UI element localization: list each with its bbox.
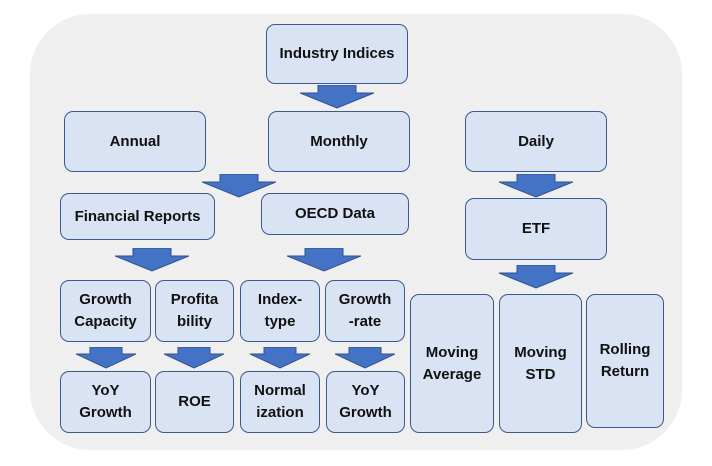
node-annual-label: Annual bbox=[109, 132, 161, 150]
node-normalization-label: Normal ization bbox=[254, 382, 306, 421]
node-growth-rate: Growth -rate bbox=[325, 280, 405, 342]
node-index-type: Index- type bbox=[240, 280, 320, 342]
node-etf-label: ETF bbox=[521, 220, 551, 238]
node-roe: ROE bbox=[155, 371, 234, 433]
node-growth-capacity-label: Growth Capacity bbox=[74, 291, 137, 330]
node-roe-label: ROE bbox=[178, 393, 211, 411]
node-rolling-return-label: Rolling Return bbox=[599, 341, 651, 380]
arrow-to-financial-reports bbox=[202, 174, 276, 198]
node-yoy-growth-2: YoY Growth bbox=[326, 371, 405, 433]
node-rolling-return: Rolling Return bbox=[586, 294, 664, 428]
node-monthly: Monthly bbox=[268, 111, 410, 172]
node-moving-average-label: Moving Average bbox=[422, 343, 482, 383]
node-oecd-data-label: OECD Data bbox=[294, 205, 376, 223]
node-oecd-data: OECD Data bbox=[261, 193, 409, 235]
node-financial-reports-label: Financial Reports bbox=[74, 207, 201, 225]
arrow-indices-to-monthly bbox=[300, 85, 374, 109]
node-yoy-growth-1-label: YoY Growth bbox=[79, 382, 132, 421]
arrow-growth-capacity-down bbox=[76, 347, 136, 369]
node-moving-average: Moving Average bbox=[410, 294, 494, 433]
node-profitability: Profita bility bbox=[155, 280, 234, 342]
arrow-profitability-down bbox=[164, 347, 224, 369]
node-yoy-growth-2-label: YoY Growth bbox=[339, 382, 392, 421]
arrow-growth-rate-down bbox=[335, 347, 395, 369]
arrow-index-type-down bbox=[250, 347, 310, 369]
node-index-type-label: Index- type bbox=[257, 291, 303, 330]
node-yoy-growth-1: YoY Growth bbox=[60, 371, 151, 433]
node-financial-reports: Financial Reports bbox=[60, 193, 215, 240]
node-moving-std-label: Moving STD bbox=[514, 343, 567, 383]
node-industry-indices-label: Industry Indices bbox=[279, 45, 395, 63]
node-daily-label: Daily bbox=[518, 132, 554, 150]
node-monthly-label: Monthly bbox=[310, 132, 368, 150]
node-industry-indices: Industry Indices bbox=[266, 24, 408, 84]
arrow-oecd-data-down bbox=[287, 248, 361, 272]
node-growth-capacity: Growth Capacity bbox=[60, 280, 151, 342]
arrow-daily-to-etf bbox=[499, 174, 573, 198]
node-growth-rate-label: Growth -rate bbox=[338, 291, 392, 330]
arrow-etf-down bbox=[499, 265, 573, 289]
node-annual: Annual bbox=[64, 111, 206, 172]
node-daily: Daily bbox=[465, 111, 607, 172]
node-etf: ETF bbox=[465, 198, 607, 260]
node-normalization: Normal ization bbox=[240, 371, 320, 433]
node-moving-std: Moving STD bbox=[499, 294, 582, 433]
node-profitability-label: Profita bility bbox=[170, 291, 219, 330]
arrow-financial-reports-down bbox=[115, 248, 189, 272]
